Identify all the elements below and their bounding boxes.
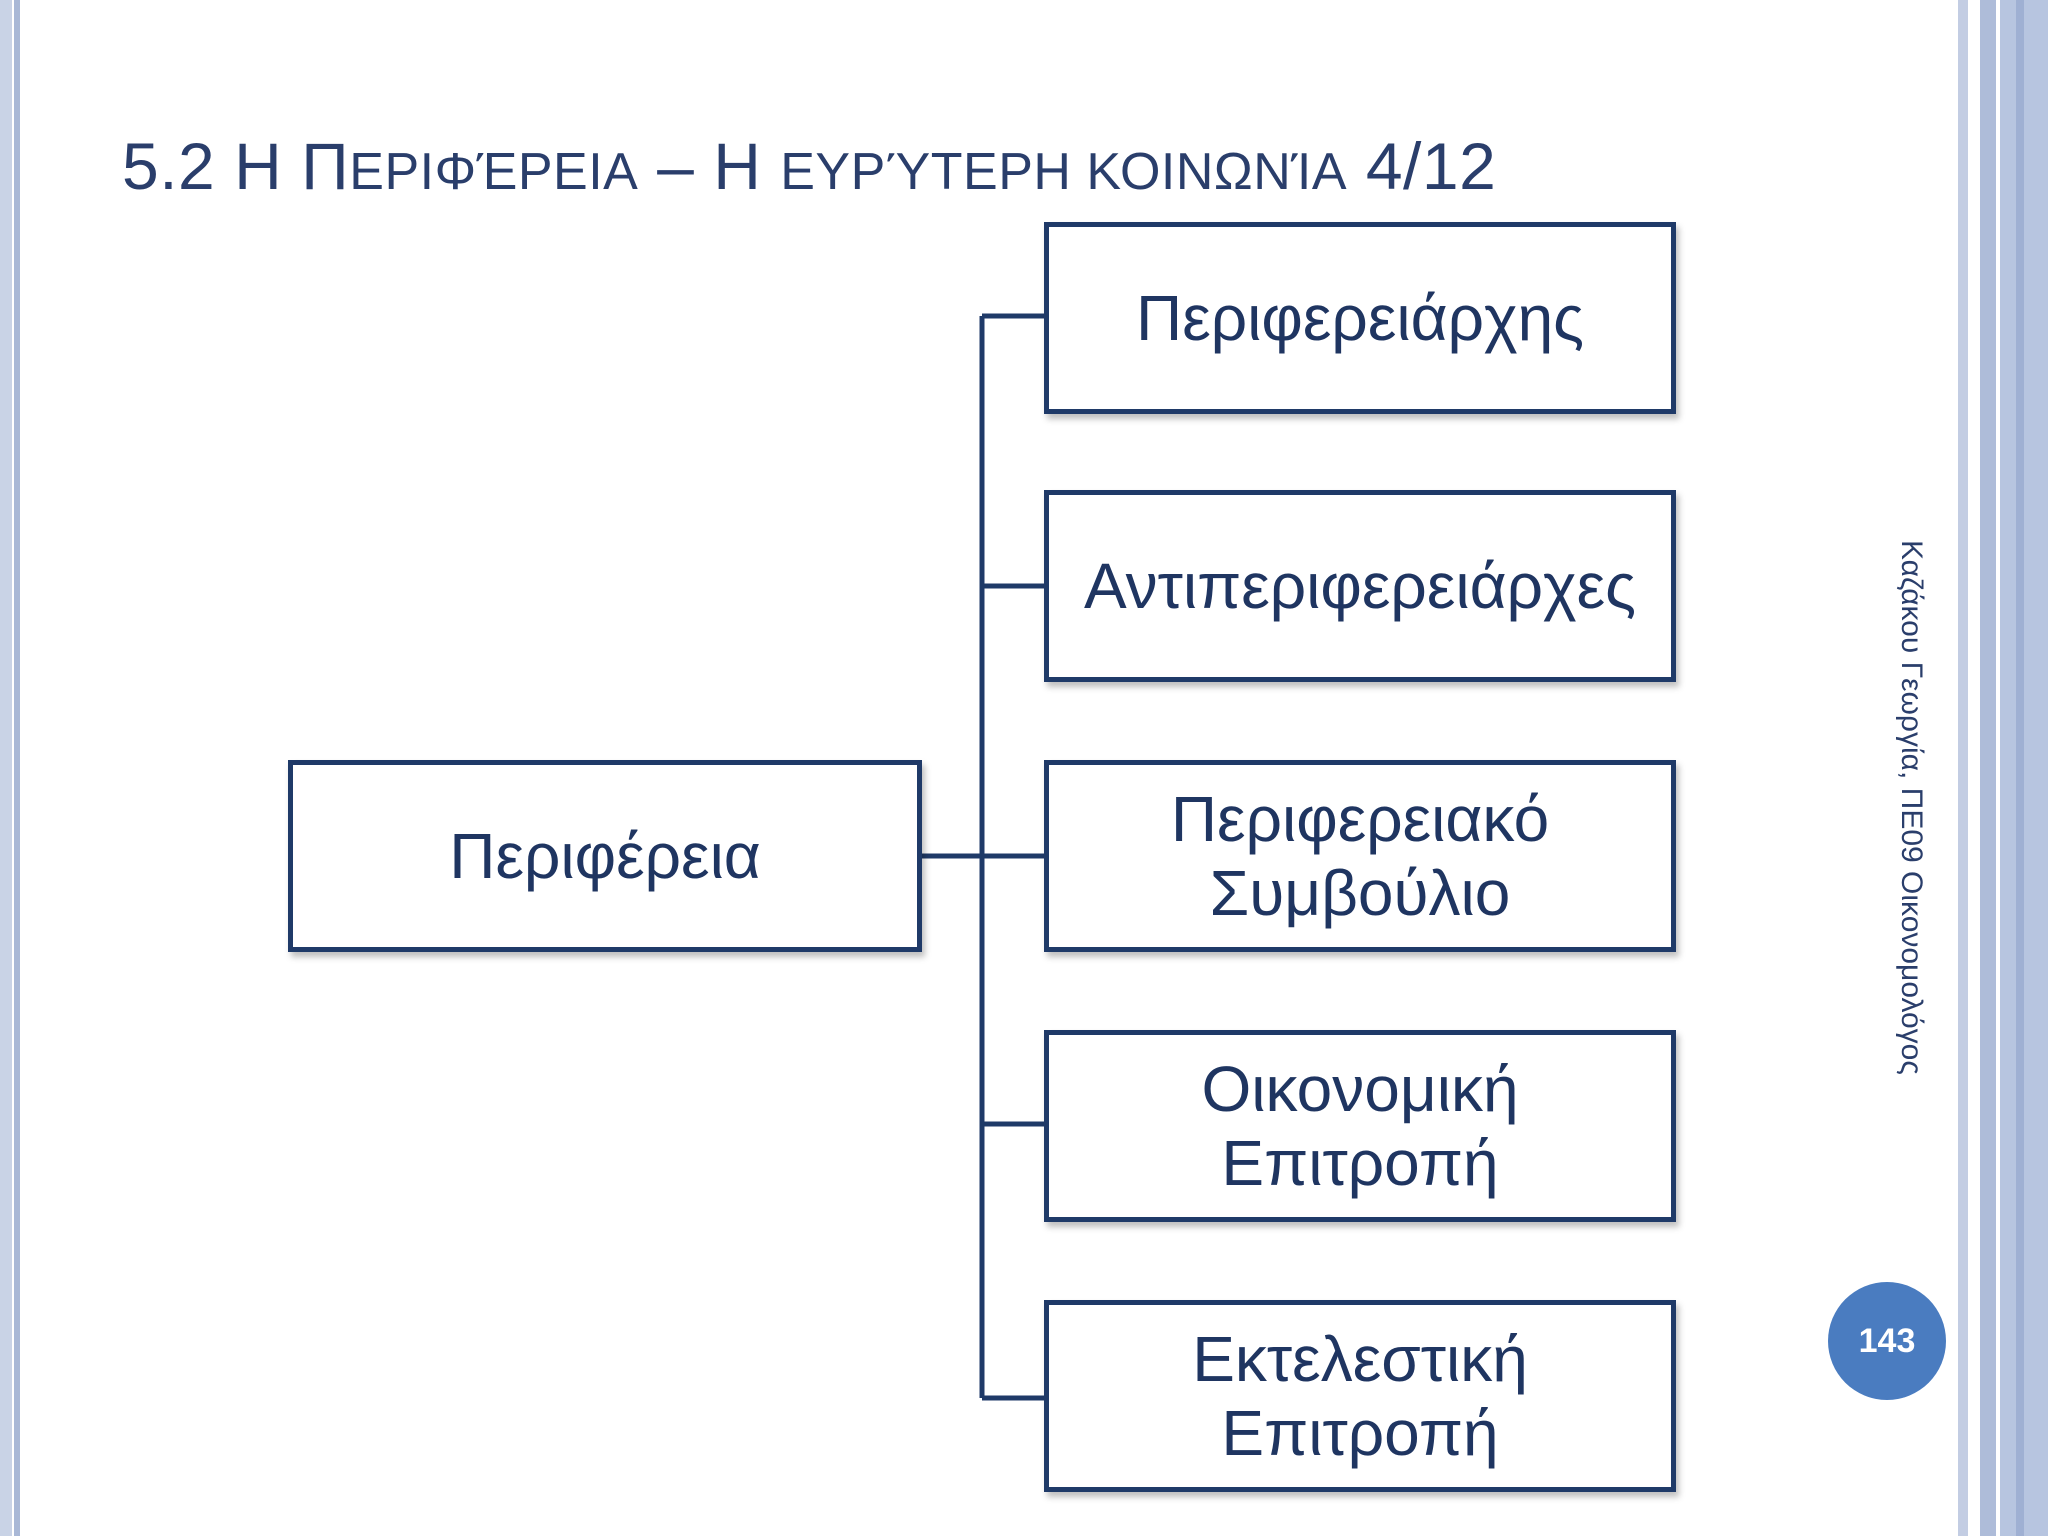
title-number: 5.2: [122, 129, 235, 203]
title-word-2-rest: ΕΡΙΦΈΡΕΙΑ: [349, 143, 639, 201]
diagram-child-label: Αντιπεριφερειάρχες: [1084, 550, 1636, 622]
diagram-root-box: Περιφέρεια: [288, 760, 922, 952]
diagram-child-label: Οικονομική Επιτροπή: [1201, 1053, 1519, 1199]
right-border-strip-mid: [1980, 0, 1996, 1536]
diagram-child-label: Εκτελεστική Επιτροπή: [1192, 1323, 1528, 1469]
diagram-child-label: Περιφερειακό Συμβούλιο: [1170, 783, 1550, 929]
page-number-badge: 143: [1828, 1282, 1946, 1400]
title-dash: –: [638, 129, 714, 203]
left-border-strip-inner: [14, 0, 20, 1536]
diagram-child-box-2: Αντιπεριφερειάρχες: [1044, 490, 1676, 682]
diagram-child-box-3: Περιφερειακό Συμβούλιο: [1044, 760, 1676, 952]
right-border-strip-line: [2016, 0, 2024, 1536]
title-word-4-rest: ΕΥΡΎΤΕΡΗ ΚΟΙΝΩΝΊΑ: [780, 143, 1347, 201]
title-word-2-initial: Π: [301, 129, 350, 203]
title-word-1: Η: [234, 129, 302, 203]
slide-title: 5.2 Η ΠΕΡΙΦΈΡΕΙΑ – Η ΕΥΡΎΤΕΡΗ ΚΟΙΝΩΝΊΑ 4…: [122, 128, 1496, 204]
diagram-root-label: Περιφέρεια: [449, 820, 761, 892]
diagram-child-label: Περιφερειάρχης: [1136, 282, 1584, 354]
title-counter: 4/12: [1347, 129, 1497, 203]
left-border-strip: [0, 0, 12, 1536]
title-word-3: Η: [713, 129, 781, 203]
diagram-child-box-4: Οικονομική Επιτροπή: [1044, 1030, 1676, 1222]
author-credit: Καζάκου Γεωργία, ΠΕ09 Οικονομολόγος: [1895, 540, 1928, 1075]
right-border-strip: [1958, 0, 1968, 1536]
diagram-child-box-5: Εκτελεστική Επιτροπή: [1044, 1300, 1676, 1492]
right-border-strip-outer: [2000, 0, 2048, 1536]
diagram-child-box-1: Περιφερειάρχης: [1044, 222, 1676, 414]
